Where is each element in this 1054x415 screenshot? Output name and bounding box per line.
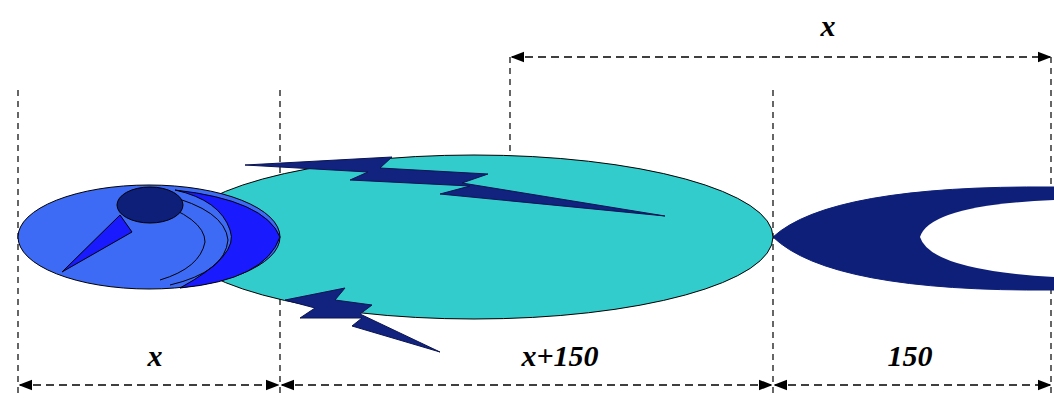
fish-body bbox=[175, 155, 773, 319]
fish-head bbox=[18, 185, 280, 289]
fish-tail bbox=[773, 187, 1054, 290]
dimension-label: 150 bbox=[885, 341, 936, 371]
lightning-bolts bbox=[245, 157, 665, 352]
dimension-label: x bbox=[145, 341, 166, 371]
dimension-label: x bbox=[818, 11, 839, 41]
dimension-label: x+150 bbox=[518, 341, 601, 371]
